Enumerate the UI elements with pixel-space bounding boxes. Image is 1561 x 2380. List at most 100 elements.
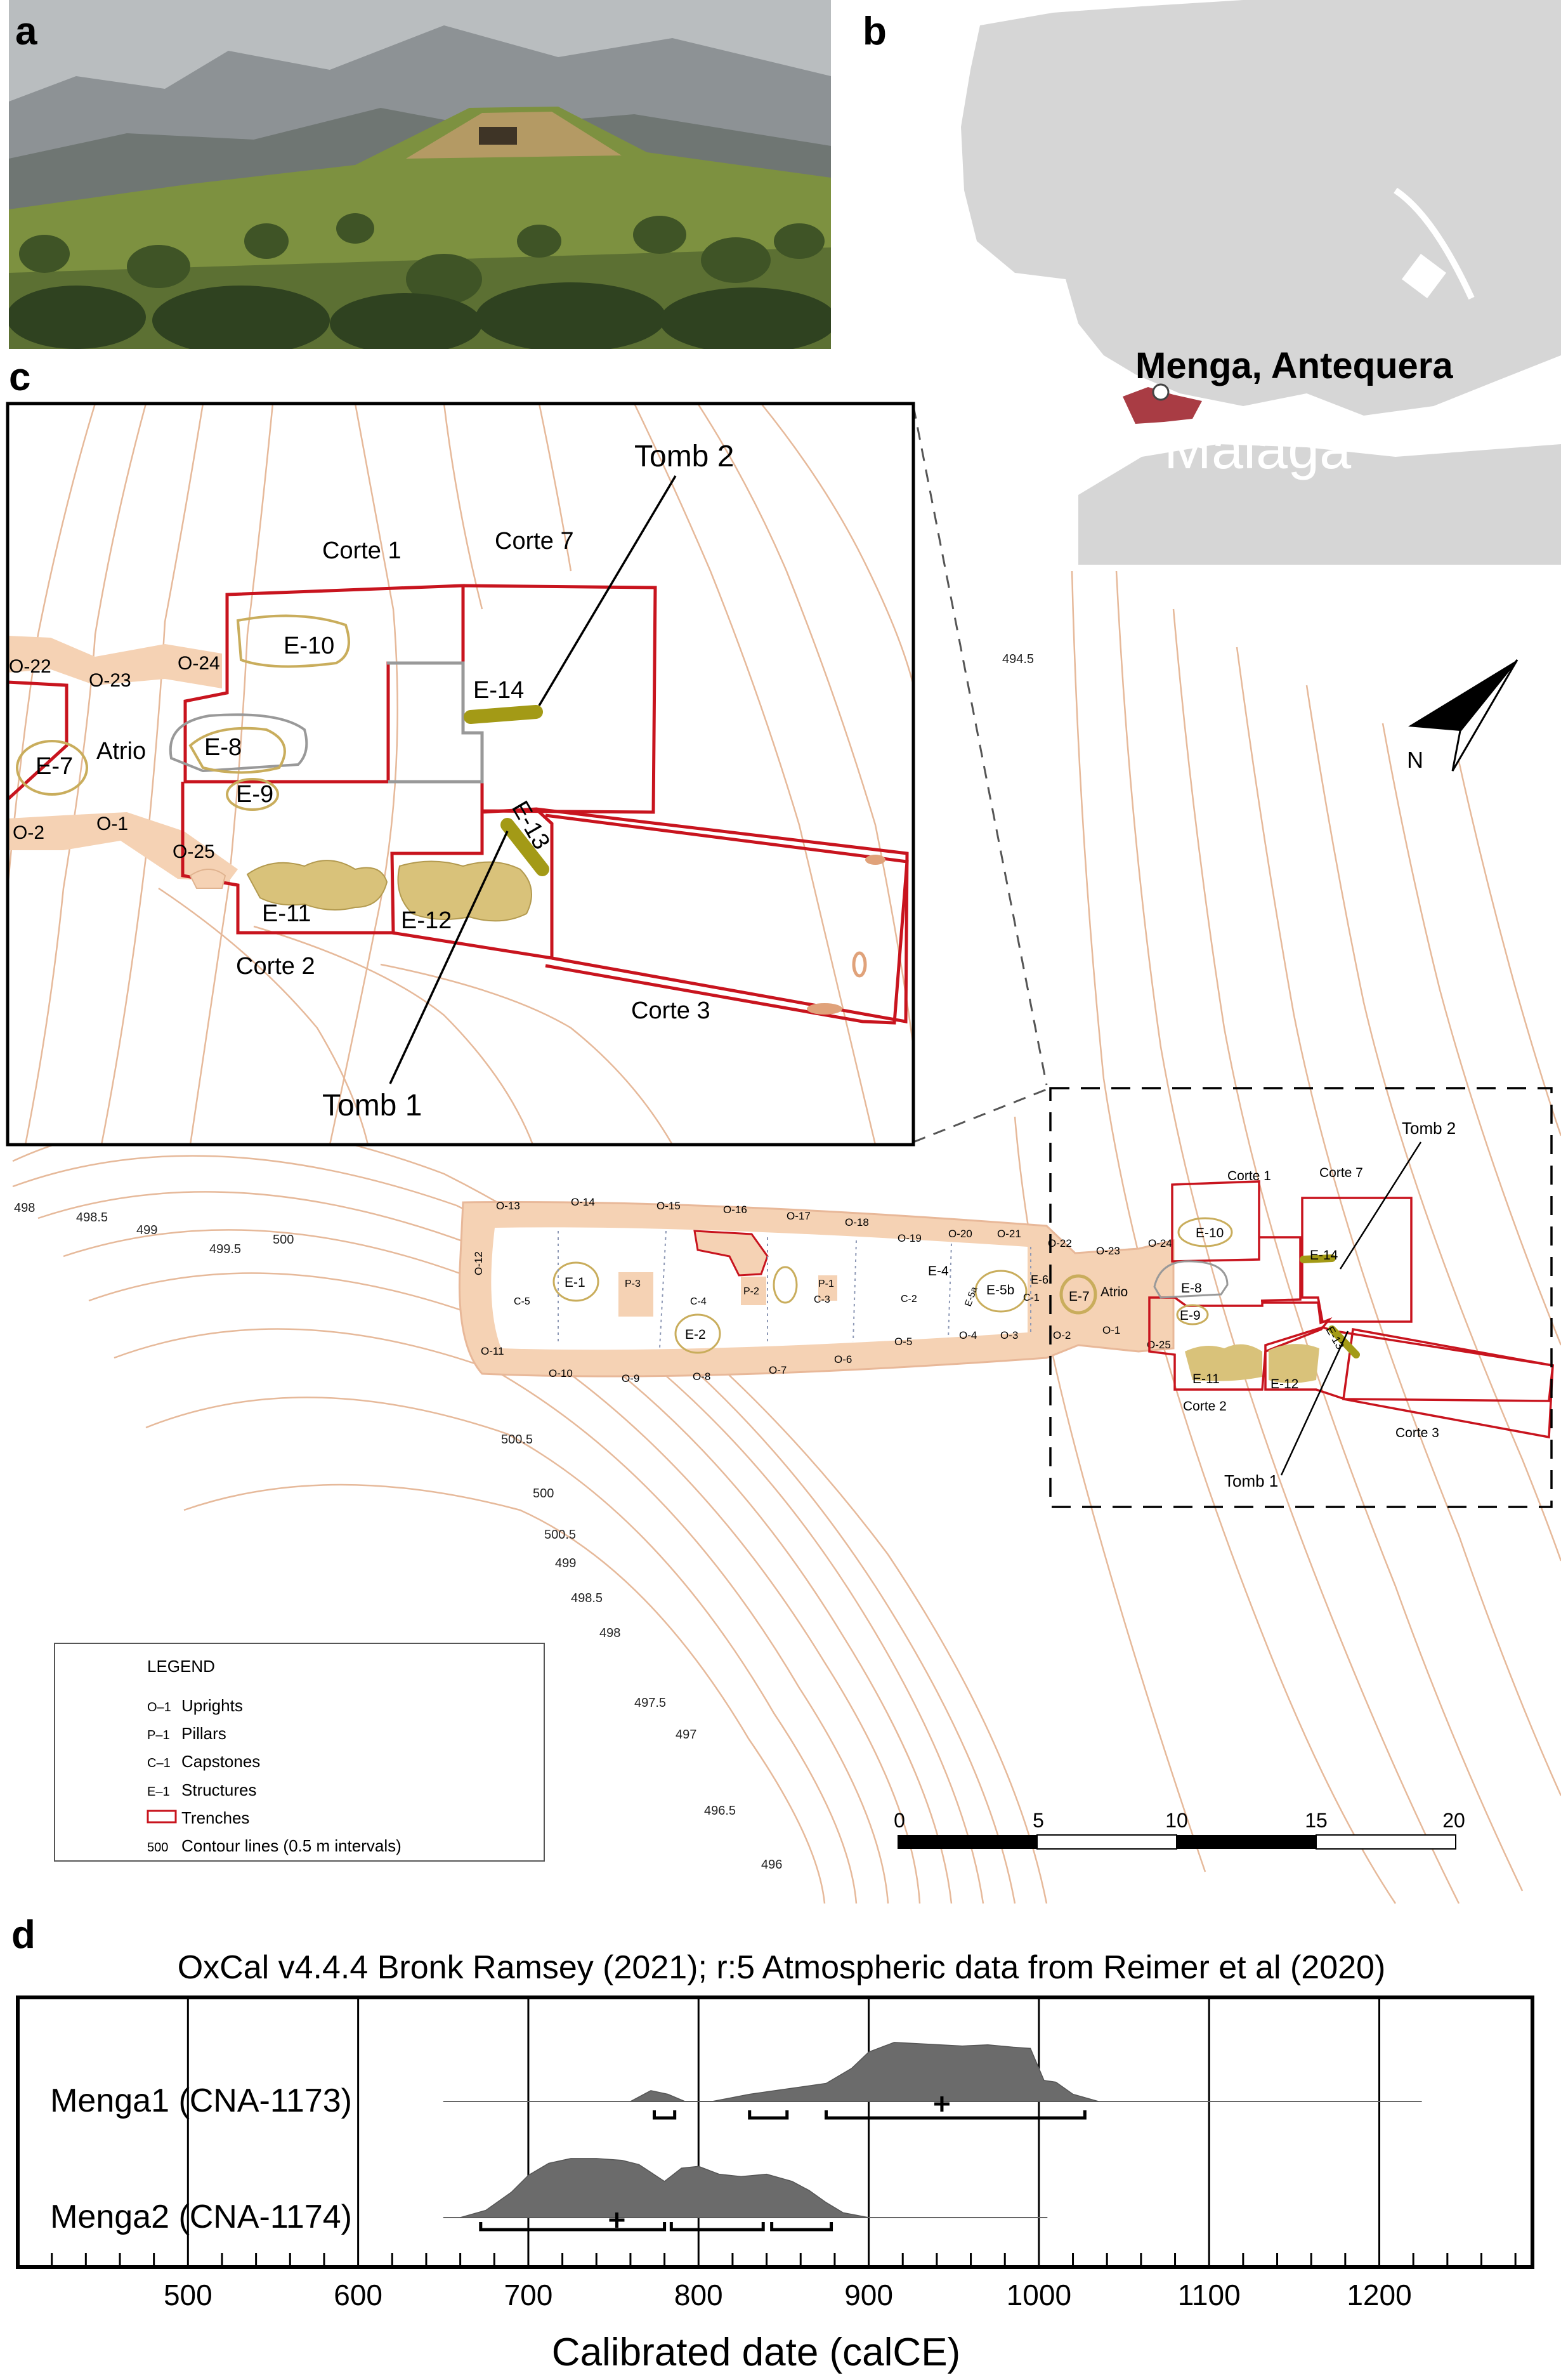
legend-text: Structures [181,1780,257,1799]
legend: LEGEND O–1 Uprights P–1 Pillars C–1 Caps… [54,1643,545,1862]
plan-structures-detail [1061,1217,1360,1383]
site-label-menga: Menga, Antequera [1135,345,1453,386]
structure-label: E-9 [1180,1308,1201,1323]
chart-series: Menga1 (CNA-1173) Menga2 (CNA-1174) [50,2042,1422,2235]
north-arrow: N [1407,659,1519,773]
contour-label: 500 [273,1233,294,1247]
contour-label: 499.5 [209,1242,241,1256]
chart-title: OxCal v4.4.4 Bronk Ramsey (2021); r:5 At… [178,1949,1386,1986]
structure-label: E-11 [1192,1372,1220,1386]
trench-label-corte2: Corte 2 [1183,1399,1227,1414]
inset-label-corte2: Corte 2 [236,953,315,980]
region-label-malaga: Malaga [1164,417,1352,481]
capstone-dotted-lines [558,1230,1031,1349]
scale-bar: 0 5 10 15 20 [894,1809,1465,1850]
legend-trench-swatch [147,1810,177,1824]
structure-label: E-8 [1181,1281,1202,1296]
upright-label: O-20 [948,1228,972,1240]
inset-label-e11: E-11 [262,900,311,927]
upright-label: O-2 [1053,1329,1071,1341]
chart-range-bracket [770,2222,833,2232]
plan-label-tomb2: Tomb 2 [1402,1119,1456,1138]
inset-small-features [807,855,885,1015]
trench-label-corte1: Corte 1 [1227,1169,1271,1183]
legend-code: 500 [147,1841,168,1855]
site-plan: 498 498.5 499 499.5 500 500.5 500 500.5 … [12,570,1561,1904]
upright-label: O-16 [723,1204,747,1216]
pillar-label: P-3 [625,1279,641,1289]
inset-label-tomb2: Tomb 2 [634,440,734,473]
upright-label: O-22 [1048,1237,1072,1249]
upright-label: O-11 [481,1345,504,1357]
chart-tick-label: 1000 [1007,2278,1071,2311]
trench-label-corte7: Corte 7 [1319,1166,1363,1180]
inset-label-e9: E-9 [236,781,273,808]
contour-label: 498.5 [571,1591,603,1605]
upright-label: O-17 [787,1210,811,1222]
scale-tick: 10 [1165,1809,1188,1832]
legend-code: P–1 [147,1728,170,1742]
inset-structure-shapes [16,614,350,811]
upright-label: O-9 [622,1372,639,1384]
dolmen-structures [552,1261,1097,1354]
chart-tick-label: 1200 [1347,2278,1411,2311]
plan-tomb-callouts: Tomb 2 Tomb 1 [1224,1119,1456,1490]
chart-series-group: Menga1 (CNA-1173) [50,2042,1422,2120]
chart-range-bracket [824,2110,1087,2120]
inset-labels: Corte 1 Corte 7 Corte 2 Corte 3 Atrio E-… [9,528,710,1024]
legend-code: O–1 [147,1700,171,1714]
legend-code: C–1 [147,1756,171,1770]
pillar-label: P-2 [743,1286,759,1297]
pillar-label: P-1 [818,1279,834,1289]
map-iberia [951,0,1561,565]
upright-label: O-24 [1148,1237,1172,1249]
structure-label: E-12 [1270,1377,1298,1391]
inset-label-atrio: Atrio [96,738,146,765]
inset-label-corte1: Corte 1 [322,537,402,564]
upright-label: O-25 [1147,1339,1171,1351]
contour-label: 499 [136,1223,157,1237]
inset-label-e7: E-7 [36,753,73,780]
chart-tick-label: 700 [504,2278,553,2311]
chart-range-bracket [653,2110,677,2120]
legend-text: Trenches [181,1808,249,1827]
inset-label-corte3: Corte 3 [631,997,710,1024]
chart-tick-label: 800 [674,2278,723,2311]
upright-label: O-4 [959,1329,977,1341]
contour-label: 496 [761,1858,782,1872]
contour-label: 500.5 [544,1528,576,1542]
chart-probability-distribution [460,2158,869,2218]
inset-e8-outline [169,713,308,773]
chart-range-bracket [479,2222,667,2232]
upright-label: O-1 [1102,1324,1120,1336]
capstone-label: C-3 [814,1294,830,1305]
chart-series-group: Menga2 (CNA-1174) [50,2158,1048,2235]
panel-label-a: a [15,10,37,53]
inset-grey-wall [387,661,484,784]
upright-label: O-23 [1096,1245,1120,1257]
structure-label: E-14 [1310,1248,1338,1263]
scale-tick: 0 [894,1809,905,1832]
capstone-label: C-2 [901,1294,917,1305]
plan-capstone-labels: C-5 C-4 C-3 C-2 C-1 [514,1292,1040,1307]
upright-label: O-7 [769,1364,787,1376]
structure-label: E-7 [1069,1289,1090,1304]
malaga-province [1123,387,1202,424]
inset-label-tomb1: Tomb 1 [322,1089,422,1122]
upright-label: O-8 [693,1371,710,1383]
chart-series-label: Menga2 (CNA-1174) [50,2199,352,2235]
contour-label: 498.5 [76,1211,108,1225]
iberian-peninsula [961,0,1561,416]
upright-label: O-10 [549,1367,573,1379]
upright-label: O-15 [656,1200,681,1212]
chart-tick-label: 1100 [1178,2278,1241,2311]
inset-stone-rubble [189,860,532,922]
north-africa [1078,444,1561,565]
inset-tomb2-marker [464,705,543,724]
contour-label: 498 [14,1201,35,1215]
upright-label: O-3 [1000,1329,1018,1341]
chart-tick-label: 900 [844,2278,893,2311]
